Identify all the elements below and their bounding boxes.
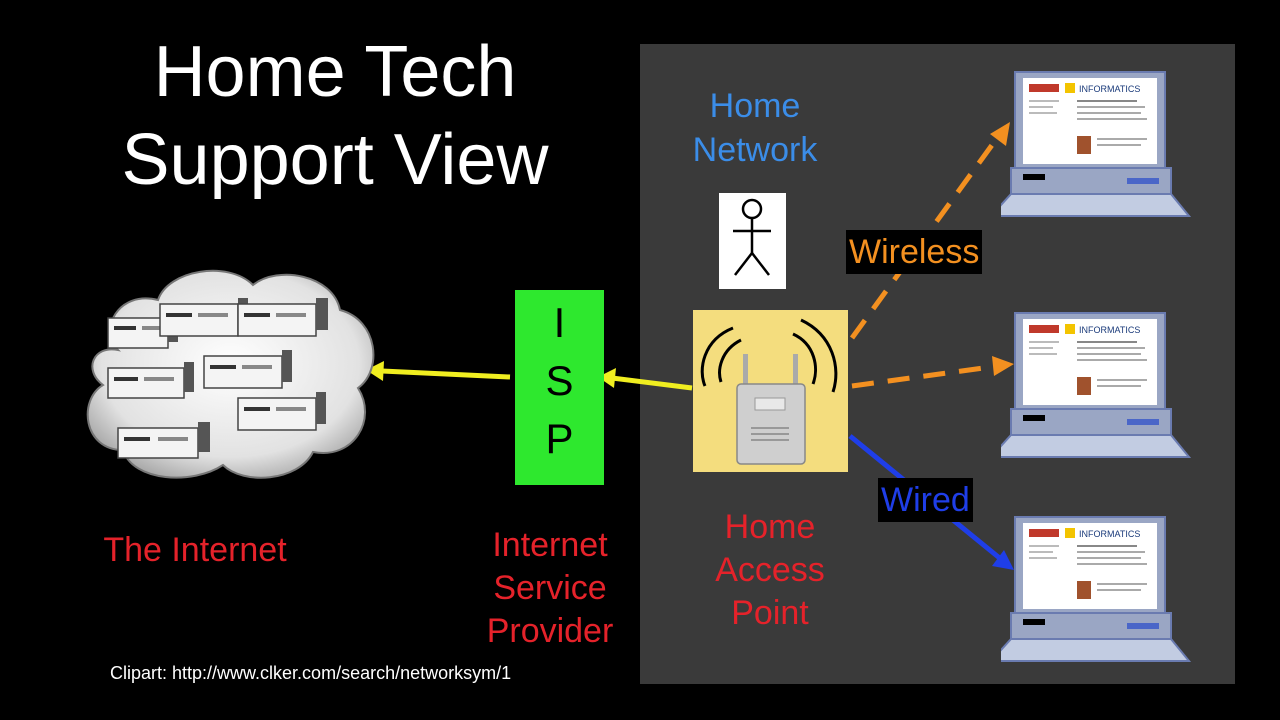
laptop-top: INFORMATICS xyxy=(988,70,1192,220)
home-network-label: Home Network xyxy=(692,87,818,169)
access-point-label: Home Access Point xyxy=(715,508,825,632)
isp-letter-p: P xyxy=(545,415,574,462)
ap-to-isp-arrowhead xyxy=(598,368,616,388)
screen-brand: INFORMATICS xyxy=(1079,529,1140,539)
wireless-link-middle xyxy=(851,363,999,389)
laptop-middle: INFORMATICS xyxy=(988,311,1192,461)
screen-brand: INFORMATICS xyxy=(1079,325,1140,335)
ap-to-isp-link xyxy=(611,375,693,391)
wireless-arrowhead-middle xyxy=(992,356,1014,376)
wireless-label: Wireless xyxy=(846,230,983,274)
user-icon xyxy=(719,193,786,289)
isp-label: Internet Service Provider xyxy=(486,526,614,650)
wired-arrowhead xyxy=(992,550,1014,570)
isp-box: I S P xyxy=(515,290,604,485)
isp-letter-s: S xyxy=(545,357,574,404)
access-point-icon xyxy=(693,310,848,472)
clipart-credit: Clipart: http://www.clker.com/search/net… xyxy=(110,663,512,683)
laptop-bottom: INFORMATICS xyxy=(988,515,1192,665)
wired-label: Wired xyxy=(878,478,973,522)
isp-to-internet-arrowhead xyxy=(366,361,384,381)
internet-label: The Internet xyxy=(103,531,287,569)
slide-title: Home Tech Support View xyxy=(121,32,549,200)
screen-brand: INFORMATICS xyxy=(1079,84,1140,94)
internet-cloud xyxy=(78,260,378,485)
wireless-arrowhead-top xyxy=(990,122,1010,146)
isp-letter-i: I xyxy=(553,299,566,346)
isp-to-internet-link xyxy=(381,368,511,380)
